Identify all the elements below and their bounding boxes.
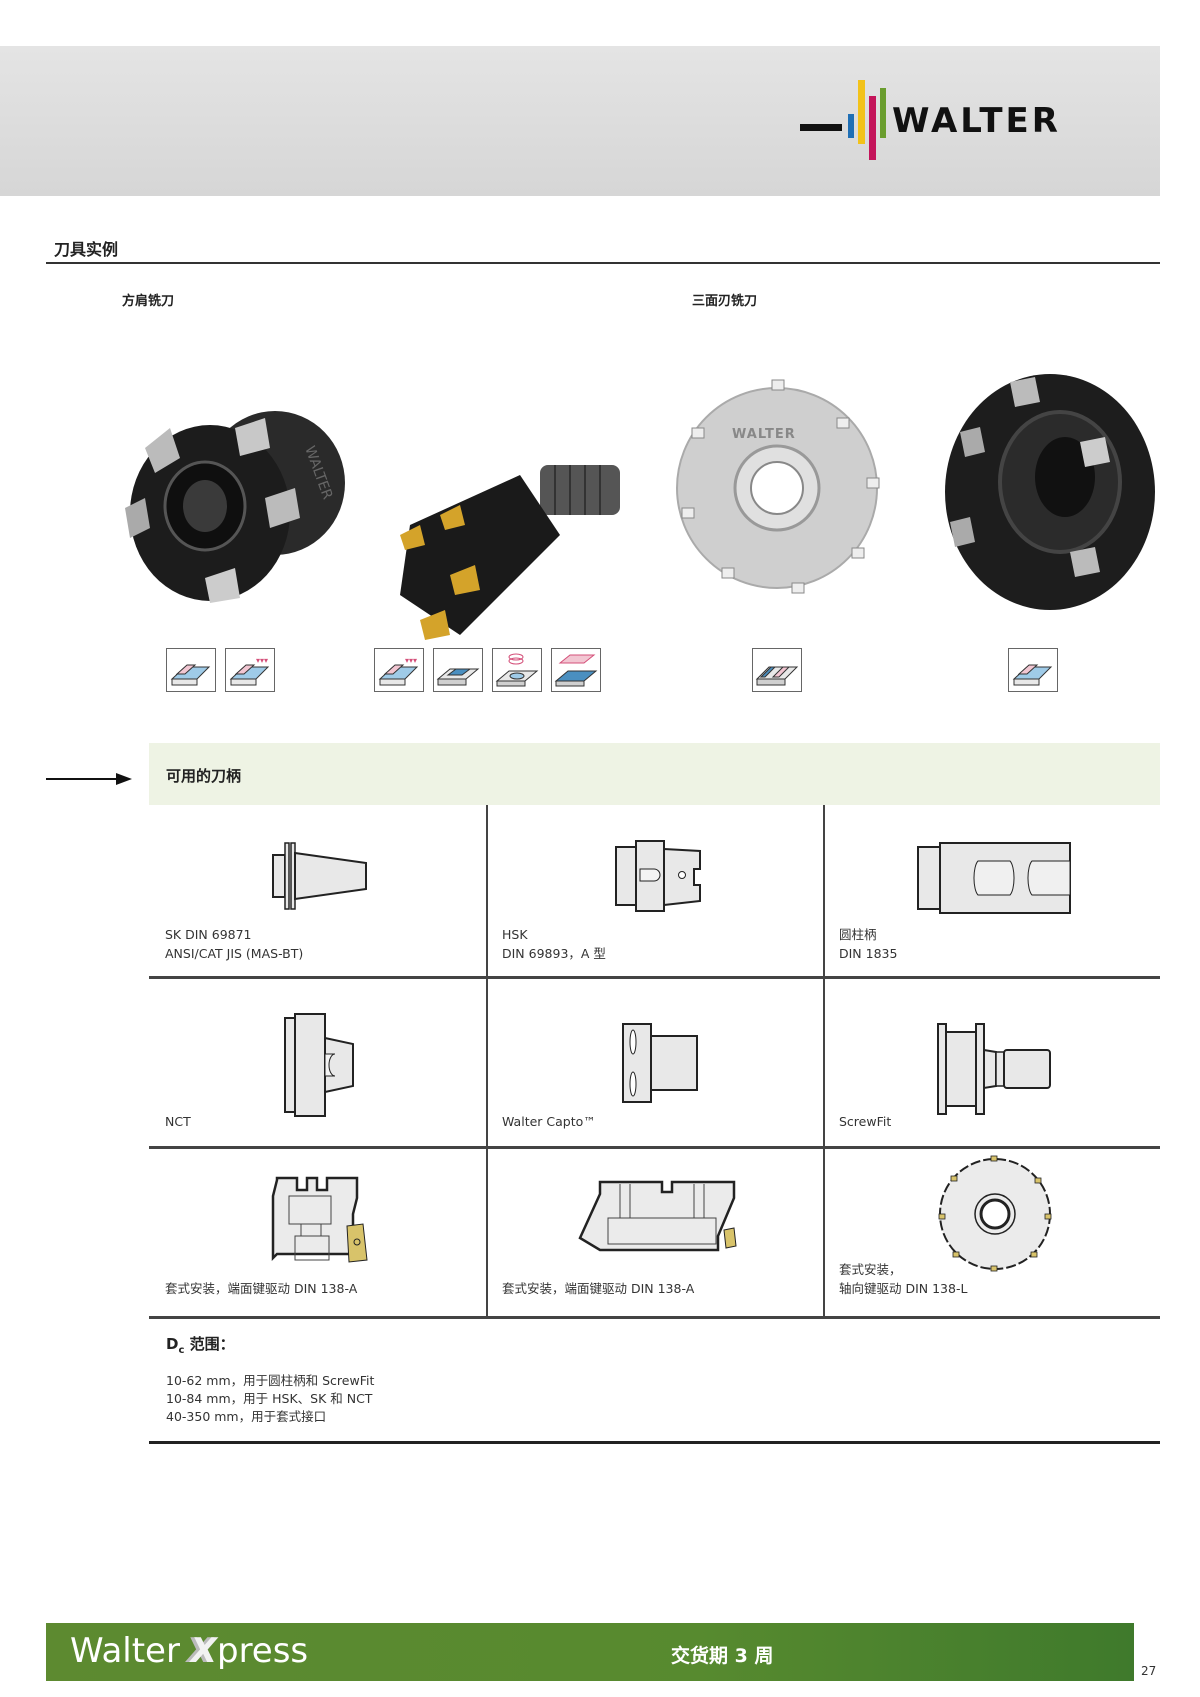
- adaptor-label: SK DIN 69871: [165, 927, 252, 942]
- footer-band: Walter Xpress 交货期 3 周: [46, 1623, 1134, 1681]
- walter-xpress-logo: Walter Xpress: [70, 1631, 309, 1671]
- label-side-face-cutter: 三面刃铣刀: [692, 294, 758, 309]
- adaptor-label: 圆柱柄: [839, 927, 877, 942]
- available-adaptors-title: 可用的刀柄: [166, 767, 242, 785]
- grid-divider: [149, 976, 1160, 979]
- adaptor-sublabel: ANSI/CAT JIS (MAS-BT): [165, 946, 304, 961]
- dc-range-line: 10-62 mm，用于圆柱柄和 ScrewFit: [166, 1373, 375, 1388]
- available-adaptors-band: [149, 743, 1160, 805]
- page-number: 27: [1141, 1664, 1157, 1678]
- dc-range-line: 40-350 mm，用于套式接口: [166, 1409, 327, 1424]
- screwfit-drawing: [937, 1023, 1051, 1115]
- adaptor-cell-shell-mount-a: 套式安装，端面键驱动 DIN 138-A: [149, 1148, 486, 1318]
- product-image-disc-cutter: WALTER: [676, 379, 880, 594]
- section-divider: [46, 262, 1160, 264]
- adaptor-label: Walter Capto™: [502, 1114, 596, 1129]
- adaptor-label: NCT: [165, 1114, 191, 1129]
- hsk-drawing: [615, 840, 701, 912]
- product-image-shank-mill: [400, 465, 620, 640]
- groove-milling-icon: [752, 648, 802, 692]
- adaptor-sublabel: DIN 1835: [839, 946, 898, 961]
- cylindrical-shank-drawing: [917, 842, 1071, 914]
- adaptor-label: ScrewFit: [839, 1114, 892, 1129]
- slot-milling-icon: [433, 648, 483, 692]
- svg-text:▾▾▾: ▾▾▾: [256, 656, 268, 665]
- shoulder-milling-multi-pass-icon: ▾▾▾: [374, 648, 424, 692]
- bottom-divider: [149, 1441, 1160, 1444]
- svg-text:WALTER: WALTER: [732, 427, 796, 442]
- grid-divider: [823, 805, 825, 1318]
- adaptor-cell-cylindrical: 圆柱柄 DIN 1835: [823, 805, 1160, 975]
- nct-drawing: [284, 1013, 354, 1117]
- shoulder-milling-icon: [1008, 648, 1058, 692]
- walter-logo: WALTER: [800, 80, 1061, 160]
- svg-text:▾▾▾: ▾▾▾: [405, 656, 417, 665]
- adaptor-cell-capto: Walter Capto™: [486, 978, 823, 1148]
- adaptor-cell-nct: NCT: [149, 978, 486, 1148]
- capto-drawing: [622, 1023, 698, 1103]
- shoulder-milling-multi-pass-icon: ▾▾▾: [225, 648, 275, 692]
- shell-mount-a-wide-drawing: [578, 1180, 737, 1252]
- helical-interpolation-icon: [492, 648, 542, 692]
- section-title-tool-examples: 刀具实例: [54, 240, 119, 259]
- adaptor-sublabel: 轴向键驱动 DIN 138-L: [839, 1281, 968, 1296]
- shell-mount-l-drawing: [938, 1155, 1052, 1272]
- delivery-time-label: 交货期 3 周: [671, 1645, 774, 1667]
- adaptor-sublabel: DIN 69893，A 型: [502, 946, 606, 961]
- adaptor-cell-hsk: HSK DIN 69893，A 型: [486, 805, 823, 975]
- adaptor-label: 套式安装，端面键驱动 DIN 138-A: [502, 1281, 695, 1296]
- arrow-right-icon: [46, 773, 132, 785]
- adaptor-label: HSK: [502, 927, 528, 942]
- sk-taper-drawing: [272, 842, 367, 910]
- grid-divider: [149, 1146, 1160, 1149]
- svg-text:WALTER: WALTER: [892, 101, 1061, 141]
- dc-range-line: 10-84 mm，用于 HSK、SK 和 NCT: [166, 1391, 373, 1406]
- pocket-milling-icon: [551, 648, 601, 692]
- adaptor-label: 套式安装，: [839, 1262, 902, 1277]
- adaptor-cell-shell-mount-a-wide: 套式安装，端面键驱动 DIN 138-A: [486, 1148, 823, 1318]
- product-image-shell-side-cutter: [945, 374, 1155, 610]
- product-image-shell-mill: WALTER: [125, 411, 345, 603]
- adaptor-cell-shell-mount-l: 套式安装， 轴向键驱动 DIN 138-L: [823, 1148, 1160, 1318]
- adaptor-cell-screwfit: ScrewFit: [823, 978, 1160, 1148]
- adaptor-label: 套式安装，端面键驱动 DIN 138-A: [165, 1281, 358, 1296]
- shoulder-milling-icon: [166, 648, 216, 692]
- grid-divider: [486, 805, 488, 1318]
- shell-mount-a-drawing: [271, 1176, 368, 1263]
- dc-range-title: Dc 范围：: [166, 1335, 235, 1356]
- label-square-shoulder-cutter: 方肩铣刀: [122, 294, 175, 309]
- grid-divider: [149, 1316, 1160, 1319]
- header-band: [0, 46, 1160, 196]
